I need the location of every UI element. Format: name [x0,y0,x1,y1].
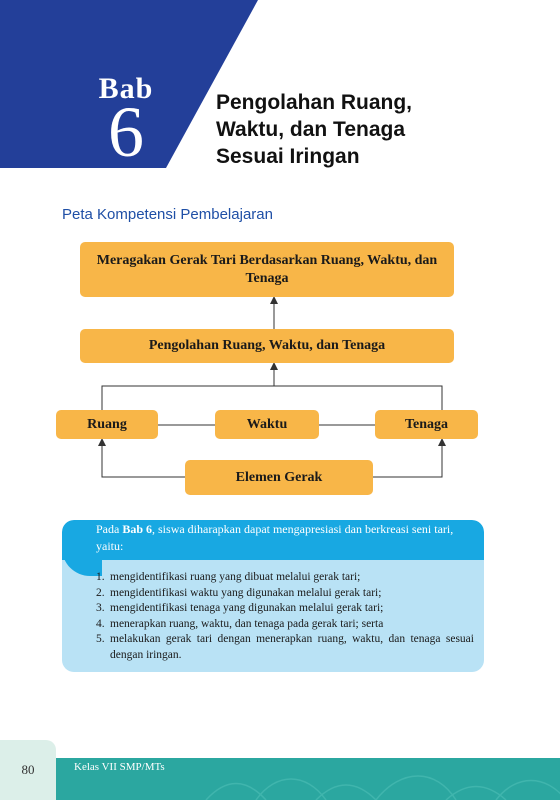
list-item: 2. mengidentifikasi waktu yang digunakan … [96,586,474,602]
item-text: mengidentifikasi tenaga yang digunakan m… [110,602,384,614]
item-number: 5. [96,633,105,645]
chapter-label: Bab [98,72,154,105]
element-node-tenaga: Tenaga [375,410,478,439]
footer-label: Kelas VII SMP/MTs [74,761,165,773]
item-text: mengidentifikasi ruang yang dibuat melal… [110,571,361,583]
objectives-list: 1. mengidentifikasi ruang yang dibuat mel… [96,570,474,663]
chapter-title-line: Waktu, dan Tenaga [216,118,406,141]
arrow-to-ruang [98,438,185,478]
item-number: 3. [96,602,105,614]
chapter-title-line: Pengolahan Ruang, [216,91,413,114]
goal-node: Meragakan Gerak Tari Berdasarkan Ruang, … [80,242,454,297]
page-footer: 80 Kelas VII SMP/MTs [0,740,560,800]
list-item: 4. menerapkan ruang, waktu, dan tenaga pa… [96,617,474,633]
arrow-to-tenaga [373,438,446,478]
base-node: Elemen Gerak [185,460,373,495]
item-text: melakukan gerak tari dengan menerapkan r… [110,633,474,661]
section-heading: Peta Kompetensi Pembelajaran [62,206,273,223]
processing-node: Pengolahan Ruang, Waktu, dan Tenaga [80,329,454,363]
item-number: 4. [96,617,105,630]
element-node-waktu: Waktu [215,410,319,439]
item-number: 2. [96,586,105,599]
chapter-banner: Bab 6 Pengolahan Ruang, Waktu, dan Tenag… [0,0,560,168]
list-item: 1. mengidentifikasi ruang yang dibuat mel… [96,570,474,586]
objectives-intro: Pada Bab 6, siswa diharapkan dapat menga… [96,521,476,555]
chapter-number: 6 [108,92,144,172]
footer-tab [0,740,56,800]
list-item: 3. mengidentifikasi tenaga yang digunakan… [96,601,474,617]
item-number: 1. [96,571,105,583]
chapter-title: Pengolahan Ruang, Waktu, dan Tenaga Sesu… [216,89,536,170]
item-text: mengidentifikasi waktu yang digunakan me… [110,586,382,599]
intro-bold: Bab 6 [122,522,153,536]
element-node-ruang: Ruang [56,410,158,439]
elements-bracket [101,385,443,410]
chapter-banner-shape [0,0,258,168]
page-number: 80 [21,762,35,777]
chapter-title-line: Sesuai Iringan [216,145,360,168]
objectives-box: Pada Bab 6, siswa diharapkan dapat menga… [62,520,484,672]
intro-suffix: , siswa diharapkan dapat mengapresiasi d… [96,522,454,553]
list-item: 5. melakukan gerak tari dengan menerapkan… [96,632,474,663]
objectives-header [62,520,484,576]
footer-strip [56,758,560,800]
intro-prefix: Pada [96,522,120,536]
item-text: menerapkan ruang, waktu, dan tenaga pada… [110,617,384,630]
